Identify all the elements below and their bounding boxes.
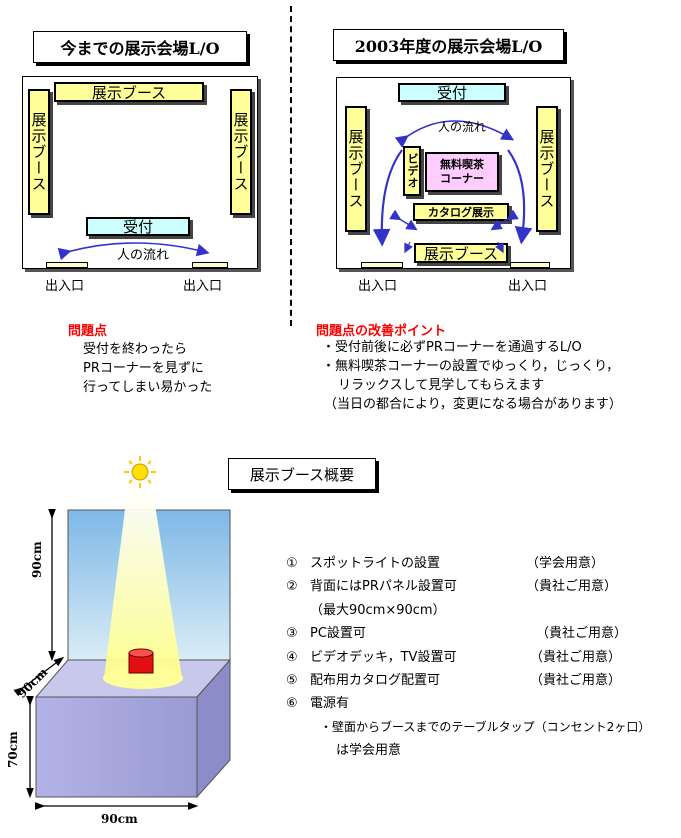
dimension-arrow-icon: [13, 508, 199, 810]
spec-note: （学会用意）: [526, 556, 605, 571]
new-door-left: [361, 262, 403, 268]
spec-number: ①: [286, 556, 298, 571]
old-flow-label: 人の流れ: [117, 248, 170, 263]
dim-wall-height-label: 90cm: [30, 541, 44, 578]
new-flow-arrows-icon: [372, 120, 533, 254]
overview-title: 展示ブース概要: [228, 458, 376, 490]
old-booth-left: 展示ブース: [28, 89, 50, 215]
spec-text: PC設置可: [310, 626, 366, 642]
old-door-right: [192, 262, 228, 268]
old-flow-arrow-icon: [57, 242, 210, 260]
spec-number: ③: [286, 626, 298, 642]
dim-wall-height: 90cm: [30, 538, 44, 578]
improvement-line-1: ・受付前後に必ずPRコーナーを通過するL/O: [322, 340, 582, 355]
spec-number: [286, 599, 310, 622]
new-video-label: ビデオ: [406, 153, 419, 189]
booth-illustration: [13, 456, 232, 810]
spec-note: （貴社ご用意）: [530, 649, 622, 665]
old-layout-title: 今までの展示会場L/O: [33, 31, 247, 63]
new-booth-bottom: 展示ブース: [414, 243, 508, 263]
new-booth-right: 展示ブース: [536, 106, 558, 232]
dim-width-label: 90cm: [101, 812, 138, 826]
old-booth-top: 展示ブース: [54, 82, 204, 102]
improvement-line-3: リラックスして見学してもらえます: [338, 378, 545, 393]
spec-item-4: ④ ビデオデッキ，TV設置可 （貴社ご用意）: [286, 646, 650, 669]
new-booth-left: 展示ブース: [345, 106, 367, 232]
problem-line-1: 受付を終わったら: [83, 342, 188, 357]
problem-line-2: PRコーナーを見ずに: [83, 361, 204, 376]
new-entrance-left: 出入口: [358, 279, 398, 294]
spec-note: （貴社ご用意）: [536, 626, 628, 642]
old-hall-floor: [22, 76, 258, 269]
new-cafe-label-2: コーナー: [440, 172, 484, 185]
dim-table-height: 70cm: [6, 731, 20, 768]
improvement-heading: 問題点の改善ポイント: [316, 324, 447, 339]
new-cafe-corner: 無料喫茶 コーナー: [425, 152, 499, 192]
spec-item-6: ⑥ 電源有: [286, 692, 650, 715]
improvement-line-4: （当日の都合により，変更になる場合があります）: [324, 397, 622, 412]
new-layout-title: 2003年度の展示会場L/O: [333, 29, 564, 61]
spec-number: ②: [286, 579, 298, 595]
power-note-text: は学会用意: [336, 743, 402, 759]
spec-number: ⑤: [286, 673, 298, 689]
spec-item-5: ⑤ 配布用カタログ配置可 （貴社ご用意）: [286, 669, 650, 692]
spec-text: 配布用カタログ配置可: [310, 673, 441, 689]
spotlight-beam: [104, 485, 182, 678]
spec-text: 電源有: [310, 696, 350, 712]
spec-item-3: ③ PC設置可 （貴社ご用意）: [286, 622, 650, 645]
spec-item-2: ② 背面にはPRパネル設置可 （貴社ご用意）: [286, 575, 650, 598]
problem-heading: 問題点: [68, 324, 108, 339]
spec-number: ⑥: [286, 696, 298, 712]
power-note-2: は学会用意: [286, 739, 650, 762]
spec-number: ④: [286, 649, 298, 665]
old-reception: 受付: [86, 217, 190, 236]
improvement-line-2: ・無料喫茶コーナーの設置でゆっくり，じっくり，: [322, 359, 620, 374]
new-cafe-label-1: 無料喫茶: [440, 158, 484, 171]
sun-icon: [124, 456, 156, 488]
spotlight-pool: [103, 667, 183, 689]
new-door-right: [510, 262, 550, 268]
spec-text: ビデオデッキ，TV設置可: [310, 649, 457, 665]
problem-line-3: 行ってしまい易かった: [83, 380, 213, 395]
section-divider: [290, 6, 292, 326]
new-entrance-right: 出入口: [508, 279, 548, 294]
old-booth-right: 展示ブース: [230, 89, 252, 215]
spec-text: 背面にはPRパネル設置可: [310, 579, 457, 595]
table-front: [35, 696, 198, 798]
dim-table-height-label: 70cm: [6, 731, 20, 768]
spec-note: （貴社ご用意）: [530, 673, 622, 689]
spec-note: （貴社ご用意）: [526, 579, 618, 595]
power-note-1: ・壁面からブースまでのテーブルタップ（コンセント2ヶ口）: [286, 716, 650, 739]
spec-text: スポットライトの設置: [310, 556, 441, 571]
spec-list: ① スポットライトの設置 （学会用意） ② 背面にはPRパネル設置可 （貴社ご用…: [286, 552, 650, 763]
old-door-left: [46, 262, 88, 268]
spec-item-2-size: （最大90cm×90cm）: [286, 599, 650, 622]
table-side: [196, 658, 231, 799]
dim-width: 90cm: [101, 812, 138, 826]
new-video-booth: ビデオ: [403, 146, 421, 196]
old-entrance-left: 出入口: [45, 279, 85, 294]
spec-text: （最大90cm×90cm）: [310, 602, 446, 618]
power-note-text: ・壁面からブースまでのテーブルタップ（コンセント2ヶ口）: [320, 719, 651, 734]
old-entrance-right: 出入口: [183, 279, 223, 294]
new-flow-label: 人の流れ: [438, 120, 487, 134]
spec-item-1: ① スポットライトの設置 （学会用意）: [286, 552, 650, 575]
new-reception: 受付: [398, 83, 506, 102]
